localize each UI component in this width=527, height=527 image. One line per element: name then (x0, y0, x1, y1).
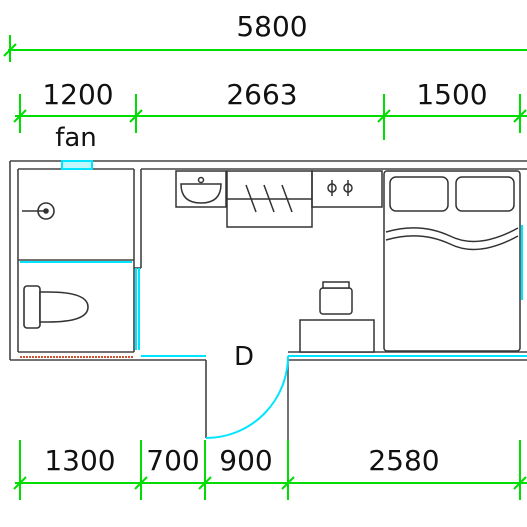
toilet-icon (23, 285, 89, 329)
stove-icon (311, 170, 383, 208)
sink-icon (175, 170, 227, 208)
door-swing-icon (205, 355, 289, 440)
bed-icon (383, 170, 521, 352)
fan-label: fan (55, 123, 97, 153)
chair-icon (319, 281, 353, 315)
bottom-dimension-1: 1300 (44, 444, 115, 477)
bottom-dimension-4: 2580 (368, 444, 439, 477)
top-dimension-2: 2663 (226, 78, 297, 111)
door-label: D (234, 342, 254, 372)
wardrobe-icon (226, 170, 313, 228)
bottom-dimension-3: 900 (219, 444, 272, 477)
top-dimension-3: 1500 (416, 78, 487, 111)
bottom-dimension-2: 700 (146, 444, 199, 477)
dimension-lines (3, 35, 527, 500)
windows (20, 160, 527, 357)
shower-icon (22, 202, 55, 220)
desk-icon (299, 319, 375, 353)
top-dimension-1: 1200 (42, 78, 113, 111)
overall-dimension: 5800 (236, 10, 307, 43)
